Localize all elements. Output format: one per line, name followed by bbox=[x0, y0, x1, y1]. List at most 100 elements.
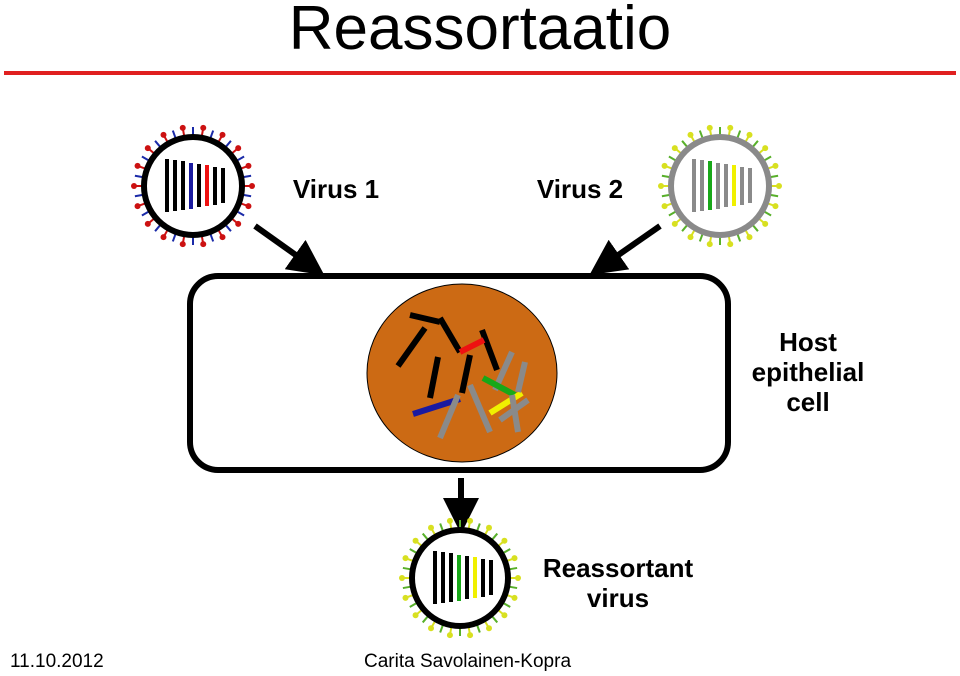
virus-spike-head bbox=[245, 203, 252, 210]
virus-spike bbox=[171, 130, 177, 139]
virus-spike bbox=[770, 193, 779, 198]
virus-spike-head bbox=[706, 241, 713, 248]
virus-spike-head bbox=[772, 162, 779, 169]
virus-spike bbox=[209, 130, 215, 139]
virus-spike bbox=[421, 532, 429, 541]
virus-spike-head bbox=[428, 625, 434, 632]
virus-spike bbox=[225, 224, 232, 232]
virus-spike-head bbox=[402, 555, 409, 562]
virus-spike-head bbox=[219, 234, 226, 241]
virus-1-spikes bbox=[131, 124, 255, 248]
virus-spike bbox=[421, 615, 429, 624]
virus-spike-head bbox=[687, 234, 694, 241]
footer-author: Carita Savolainen-Kopra bbox=[364, 651, 572, 672]
virus-spike-head bbox=[501, 537, 508, 544]
virus-spike-head bbox=[501, 612, 508, 619]
virus-spike bbox=[681, 140, 688, 148]
virus-spike bbox=[509, 585, 518, 590]
virus-spike bbox=[476, 523, 481, 532]
virus-spike-head bbox=[687, 131, 694, 138]
virus-spike bbox=[476, 624, 481, 633]
virus-spike bbox=[402, 566, 411, 571]
virus-spike-head bbox=[727, 241, 734, 248]
virus-spike bbox=[439, 523, 444, 532]
virus-spike bbox=[236, 210, 245, 217]
virus-spike-head bbox=[446, 517, 453, 524]
virus-spike bbox=[681, 224, 688, 232]
virus-spike bbox=[134, 193, 143, 198]
host-label-line-3: cell bbox=[786, 387, 830, 417]
virus-1-label: Virus 1 bbox=[292, 174, 380, 204]
virus-2-rna-segments bbox=[692, 159, 752, 212]
virus-spike-head bbox=[486, 625, 492, 632]
reassortant-label-line-2: virus bbox=[586, 583, 650, 613]
virus-2-spikes bbox=[658, 124, 782, 248]
virus-spike-head bbox=[511, 555, 518, 562]
virus-spike bbox=[736, 233, 742, 242]
mixed-rna-segments bbox=[395, 312, 530, 440]
virus-1-entry-arrow bbox=[253, 223, 325, 276]
virus-spike bbox=[491, 615, 499, 624]
virus-1-particle-icon bbox=[131, 124, 255, 248]
virus-spike bbox=[661, 174, 670, 179]
host-label-line-1: Host bbox=[779, 327, 837, 357]
virus-spike-head bbox=[179, 124, 186, 131]
virus-spike bbox=[402, 585, 411, 590]
virus-spike bbox=[736, 130, 742, 139]
virus-spike-head bbox=[131, 183, 137, 189]
virus-1-rna-segments bbox=[165, 159, 225, 212]
virus-spike bbox=[502, 602, 511, 608]
nucleus bbox=[366, 283, 558, 463]
virus-spike bbox=[698, 130, 704, 139]
virus-spike bbox=[243, 174, 252, 179]
reassortant-virus-particle-icon bbox=[399, 517, 521, 639]
virus-spike-head bbox=[134, 203, 141, 210]
virus-spike-head bbox=[399, 575, 405, 581]
virus-spike-head bbox=[412, 612, 419, 619]
virus-spike-head bbox=[746, 234, 753, 241]
virus-spike-head bbox=[446, 632, 453, 639]
virus-spike-head bbox=[144, 145, 151, 152]
virus-spike-head bbox=[412, 537, 419, 544]
virus-spike bbox=[141, 155, 150, 162]
virus-spike-head bbox=[467, 517, 474, 524]
virus-spike-head bbox=[486, 524, 492, 531]
virus-spike-head bbox=[671, 220, 678, 227]
virus-spike-head bbox=[402, 594, 409, 601]
virus-2-label: Virus 2 bbox=[536, 174, 624, 204]
virus-spike-head bbox=[219, 131, 226, 138]
virus-spike-head bbox=[762, 145, 769, 152]
virus-spike-head bbox=[746, 131, 753, 138]
reassortant-rna-segments bbox=[433, 551, 493, 604]
virus-spike-head bbox=[200, 124, 207, 131]
virus-spike-head bbox=[245, 162, 252, 169]
virus-spike bbox=[154, 224, 161, 232]
virus-spike bbox=[752, 224, 759, 232]
reassortant-label-line-1: Reassortant bbox=[542, 553, 694, 583]
slide-title: Reassortaatio bbox=[288, 0, 672, 63]
virus-spike-head bbox=[661, 203, 668, 210]
virus-2-entry-arrow bbox=[589, 223, 662, 276]
virus-spike bbox=[509, 566, 518, 571]
reassortant-virus-spikes bbox=[399, 517, 521, 639]
footer-date: 11.10.2012 bbox=[10, 651, 104, 672]
virus-spike-head bbox=[658, 183, 664, 189]
virus-spike-head bbox=[671, 145, 678, 152]
virus-spike-head bbox=[235, 220, 242, 227]
virus-spike bbox=[225, 140, 232, 148]
virus-spike-head bbox=[249, 183, 255, 189]
virus-spike-head bbox=[200, 241, 207, 248]
virus-2-particle-icon bbox=[658, 124, 782, 248]
virus-spike bbox=[409, 548, 418, 554]
virus-spike-head bbox=[160, 131, 167, 138]
virus-spike bbox=[236, 155, 245, 162]
virus-spike-head bbox=[144, 220, 151, 227]
virus-spike-head bbox=[179, 241, 186, 248]
virus-spike-head bbox=[706, 124, 713, 131]
virus-spike-head bbox=[727, 124, 734, 131]
virus-spike-head bbox=[235, 145, 242, 152]
virus-spike bbox=[134, 174, 143, 179]
virus-spike bbox=[141, 210, 150, 217]
virus-spike bbox=[243, 193, 252, 198]
